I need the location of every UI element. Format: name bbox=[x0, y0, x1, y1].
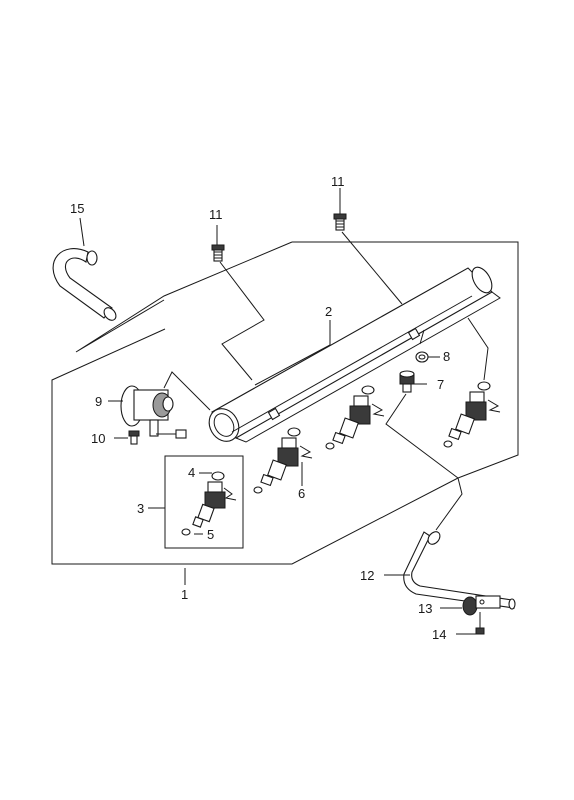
assembly-outline bbox=[51, 241, 519, 565]
callout-13: 13 bbox=[418, 601, 432, 616]
bolt-right bbox=[333, 213, 347, 231]
callout-11-right: 11 bbox=[331, 174, 345, 189]
injector-4 bbox=[443, 381, 501, 448]
callout-3: 3 bbox=[137, 501, 144, 516]
pressure-regulator bbox=[120, 385, 187, 439]
injector-2 bbox=[253, 427, 313, 494]
leader-lines bbox=[79, 188, 476, 635]
fuel-rail bbox=[208, 266, 501, 443]
callout-15: 15 bbox=[70, 201, 84, 216]
callout-7: 7 bbox=[437, 377, 444, 392]
fuel-feed-pipe bbox=[403, 531, 516, 610]
seal-ring bbox=[415, 351, 429, 363]
callout-9: 9 bbox=[95, 394, 102, 409]
clamp-screw bbox=[475, 612, 485, 635]
callout-10: 10 bbox=[91, 431, 105, 446]
callout-1: 1 bbox=[181, 587, 188, 602]
injector-detail-box bbox=[164, 455, 244, 549]
pipe-clamp bbox=[462, 595, 501, 616]
bolt-left bbox=[211, 244, 225, 262]
return-hose bbox=[52, 248, 117, 321]
callout-5: 5 bbox=[207, 527, 214, 542]
injector-in-box bbox=[181, 471, 237, 536]
callout-2: 2 bbox=[325, 304, 332, 319]
fuel-fitting bbox=[399, 370, 415, 393]
callout-6: 6 bbox=[298, 486, 305, 501]
callout-12: 12 bbox=[360, 568, 374, 583]
callout-14: 14 bbox=[432, 627, 446, 642]
regulator-screw bbox=[128, 430, 140, 445]
injector-3 bbox=[325, 385, 385, 450]
callout-8: 8 bbox=[443, 349, 450, 364]
callout-4: 4 bbox=[188, 465, 195, 480]
callout-11-left: 11 bbox=[209, 207, 223, 222]
